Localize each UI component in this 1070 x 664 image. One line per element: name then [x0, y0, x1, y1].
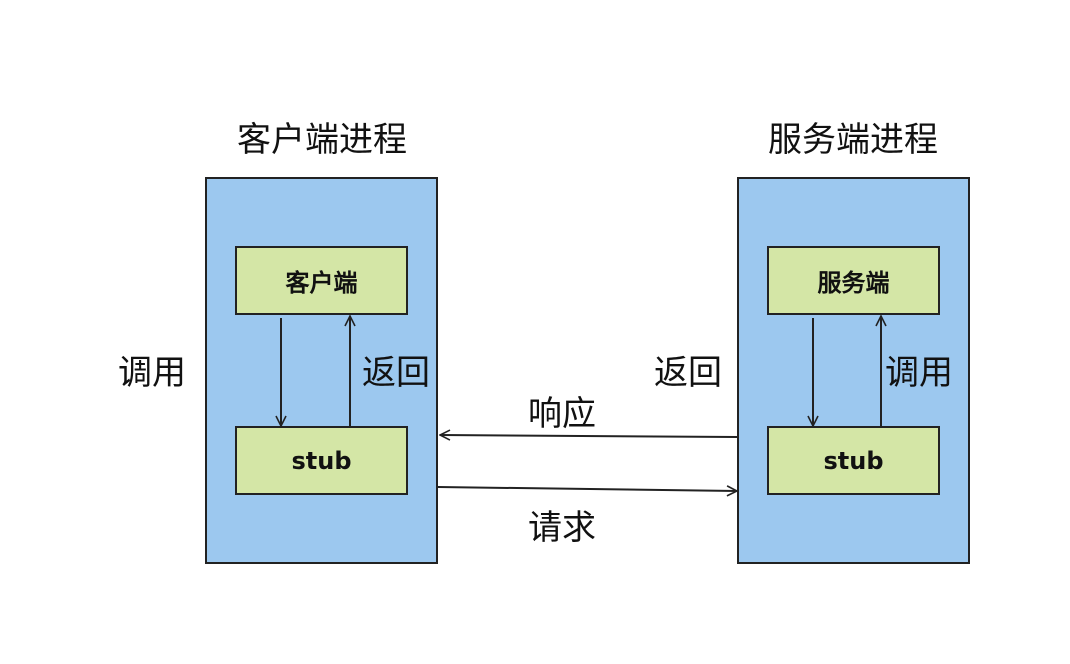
response-label: 响应: [528, 394, 596, 434]
client-stub: stub: [235, 426, 408, 495]
server-process-box: [737, 177, 970, 564]
server-call-label: 调用: [885, 353, 953, 393]
client-process-title: 客户端进程: [237, 120, 407, 160]
server-process-title: 服务端进程: [768, 120, 938, 160]
client-module: 客户端: [235, 246, 408, 315]
response-arrow: [440, 435, 738, 437]
server-module: 服务端: [767, 246, 940, 315]
server-stub: stub: [767, 426, 940, 495]
client-return-label: 返回: [362, 353, 430, 393]
client-call-label: 调用: [118, 353, 186, 393]
server-return-label: 返回: [654, 353, 722, 393]
request-arrow: [437, 487, 737, 491]
client-process-box: [205, 177, 438, 564]
request-label: 请求: [528, 508, 596, 548]
